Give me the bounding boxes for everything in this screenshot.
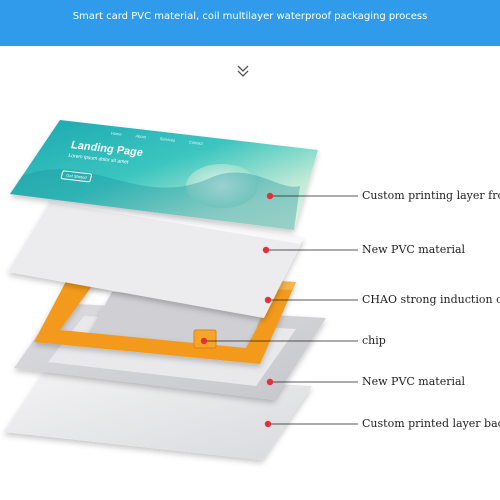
card-nav-item: Contact [188, 139, 204, 146]
label-chip: chip [362, 334, 386, 347]
card-nav-item: Services [159, 136, 176, 143]
card-nav-item: Home [110, 130, 123, 137]
label-induction-coil: CHAO strong induction coil [362, 293, 500, 306]
card-nav-item: About [134, 133, 147, 140]
label-front-print: Custom printing layer front [362, 189, 500, 202]
double-chevron-down-icon[interactable] [236, 64, 250, 80]
card-button: Get Started [60, 170, 93, 183]
front-card-blob [186, 164, 258, 208]
label-back-print: Custom printed layer back [362, 417, 500, 430]
pvc-layer-top-face [50, 196, 304, 244]
label-pvc-top: New PVC material [362, 243, 466, 256]
banner-title: Smart card PVC material, coil multilayer… [72, 11, 428, 22]
front-card-wave [10, 169, 300, 230]
header-banner: Smart card PVC material, coil multilayer… [0, 0, 500, 46]
label-pvc-bottom: New PVC material [362, 375, 466, 388]
leader-lines [204, 195, 358, 425]
leader-dots [200, 192, 274, 428]
